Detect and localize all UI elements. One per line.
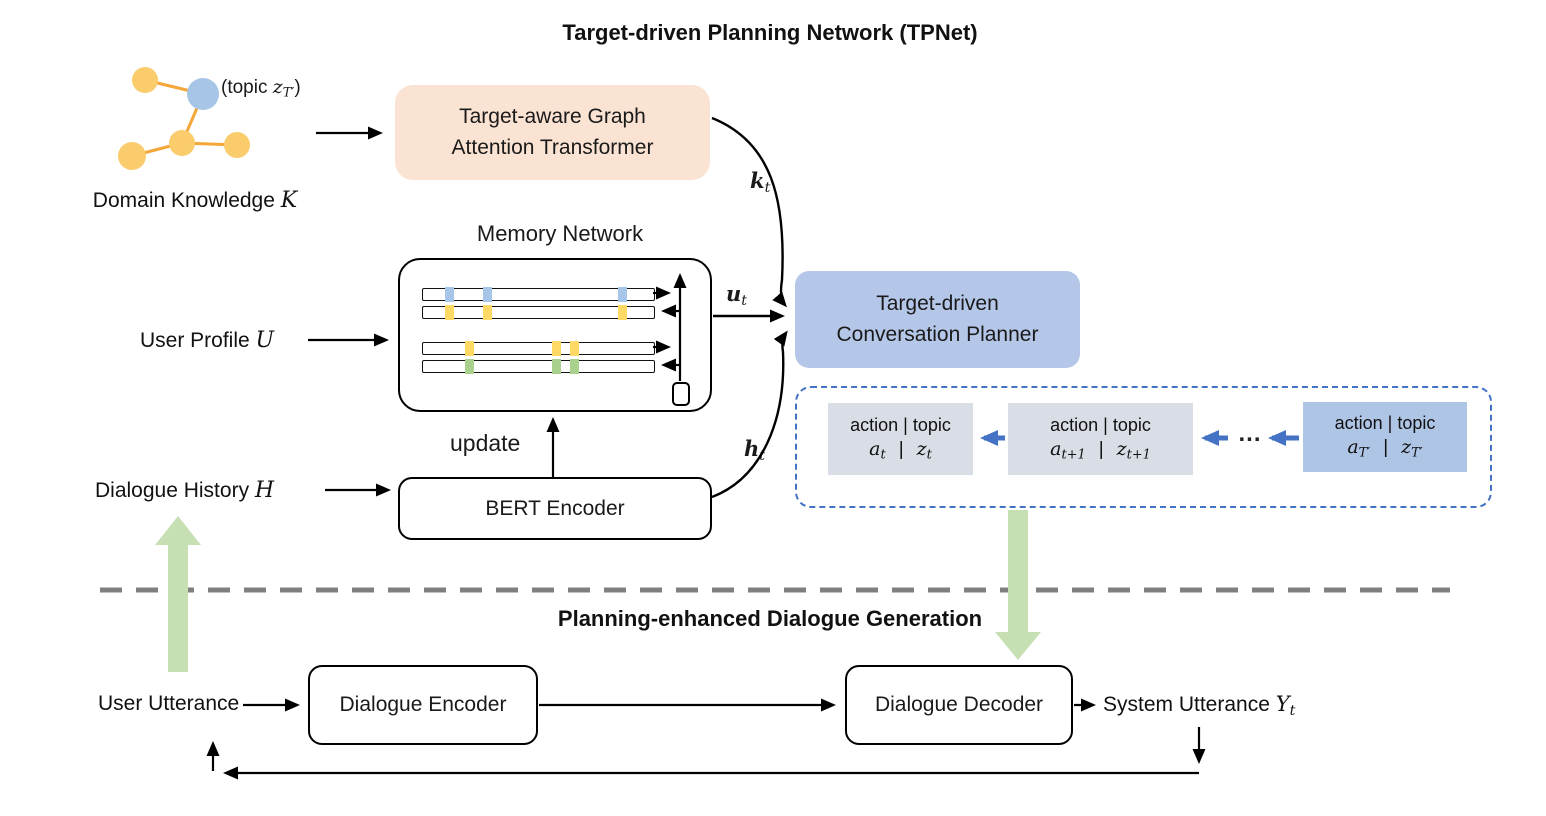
memory-segment-yellow xyxy=(618,305,627,320)
bert-encoder-box: BERT Encoder xyxy=(398,477,712,540)
dialogue-history-label: Dialogue History H xyxy=(95,478,274,503)
graph-edge xyxy=(181,141,238,147)
memory-segment-yellow xyxy=(570,341,579,356)
memory-segment-green xyxy=(552,359,561,374)
user-profile-label: User Profile U xyxy=(140,328,274,353)
plan-step-header: action | topic xyxy=(1050,415,1151,436)
gat-box-line2: Attention Transformer xyxy=(451,135,654,159)
memory-segment-green xyxy=(465,359,474,374)
arrow-ht-to-planner xyxy=(711,330,788,499)
plan-step-box-target: action | topic aT′ | zT′ xyxy=(1303,402,1467,472)
planner-box-line1: Target-driven xyxy=(876,292,999,316)
topic-var: z xyxy=(272,76,283,98)
graph-attention-transformer-box: Target-aware Graph Attention Transformer xyxy=(395,85,710,180)
memory-segment-yellow xyxy=(465,341,474,356)
k-var: k xyxy=(750,168,765,193)
memory-slot-row xyxy=(422,287,655,302)
plan-ellipsis: ... xyxy=(1238,420,1262,447)
memory-segment-yellow xyxy=(552,341,561,356)
memory-network-box xyxy=(398,258,712,412)
graph-edge xyxy=(180,93,205,144)
plan-step-box-t: action | topic at | zt xyxy=(828,403,973,475)
history-symbol: H xyxy=(254,478,275,503)
topic-label-suffix: ) xyxy=(294,77,301,98)
profile-vector-label: ut xyxy=(726,281,747,309)
u-var-sub: t xyxy=(741,292,748,309)
graph-node-yellow xyxy=(224,132,250,158)
h-var-sub: t xyxy=(759,447,766,464)
graph-edge xyxy=(131,141,183,158)
plan-topic-var: zT′ xyxy=(1401,436,1423,461)
generation-section-title: Planning-enhanced Dialogue Generation xyxy=(557,606,983,631)
knowledge-vector-label: kt xyxy=(750,168,770,196)
graph-node-yellow xyxy=(169,130,195,156)
memory-segment-yellow xyxy=(445,305,454,320)
graph-node-topic xyxy=(187,78,219,110)
conversation-planner-box: Target-driven Conversation Planner xyxy=(795,271,1080,368)
update-label: update xyxy=(450,430,521,456)
domain-knowledge-text: Domain Knowledge xyxy=(92,188,275,212)
dialogue-history-text: Dialogue History xyxy=(95,479,250,502)
topic-node-label: (topic zT′) xyxy=(221,76,301,101)
plan-action-var: at xyxy=(869,438,886,463)
memory-slot-row xyxy=(422,305,655,320)
plan-step-box-t1: action | topic at+1 | zt+1 xyxy=(1008,403,1193,475)
dialogue-decoder-box: Dialogue Decoder xyxy=(845,665,1073,745)
plan-sequence-container xyxy=(795,386,1492,508)
system-utterance-text: System Utterance xyxy=(1103,693,1270,716)
history-vector-label: ht xyxy=(744,436,765,464)
topic-label-prefix: (topic xyxy=(221,77,273,98)
system-utterance-var: Yt xyxy=(1275,692,1296,719)
domain-knowledge-caption: Domain Knowledge K xyxy=(60,188,330,213)
plan-step-header: action | topic xyxy=(850,415,951,436)
user-profile-symbol: U xyxy=(255,328,275,353)
memory-segment-yellow xyxy=(483,305,492,320)
memory-segment-blue xyxy=(618,287,627,302)
plan-action-var: aT′ xyxy=(1347,436,1371,461)
plan-step-header: action | topic xyxy=(1334,413,1436,434)
memory-query-cell xyxy=(672,382,690,406)
gat-box-line1: Target-aware Graph xyxy=(459,105,646,129)
dialogue-encoder-box: Dialogue Encoder xyxy=(308,665,538,745)
plan-topic-var: zt xyxy=(916,438,932,463)
green-arrow-utterance-to-history xyxy=(155,516,201,672)
memory-segment-green xyxy=(570,359,579,374)
memory-segment-blue xyxy=(483,287,492,302)
planner-box-line2: Conversation Planner xyxy=(836,322,1039,346)
plan-action-var: at+1 xyxy=(1050,438,1086,463)
graph-edge xyxy=(144,78,204,96)
u-var: u xyxy=(726,281,742,306)
tpnet-section-title: Target-driven Planning Network (TPNet) xyxy=(562,20,978,45)
plan-separator: | xyxy=(1098,439,1104,461)
memory-network-title: Memory Network xyxy=(476,221,644,246)
topic-var-sub: T′ xyxy=(282,85,295,101)
memory-slot-row xyxy=(422,341,655,356)
memory-segment-blue xyxy=(445,287,454,302)
plan-separator: | xyxy=(898,439,904,461)
knowledge-symbol: K xyxy=(280,188,298,213)
green-arrow-plan-to-decoder xyxy=(995,510,1041,660)
h-var: h xyxy=(744,436,760,461)
k-var-sub: t xyxy=(764,179,771,196)
arrow-kt-to-planner xyxy=(711,116,787,308)
plan-separator: | xyxy=(1383,437,1389,459)
graph-node-yellow xyxy=(118,142,146,170)
plan-topic-var: zt+1 xyxy=(1116,438,1151,463)
user-utterance-label: User Utterance xyxy=(98,692,240,715)
memory-slot-row xyxy=(422,359,655,374)
user-profile-text: User Profile xyxy=(140,329,250,352)
graph-node-yellow xyxy=(132,67,158,93)
system-utterance-label: System Utterance Yt xyxy=(1103,692,1295,719)
